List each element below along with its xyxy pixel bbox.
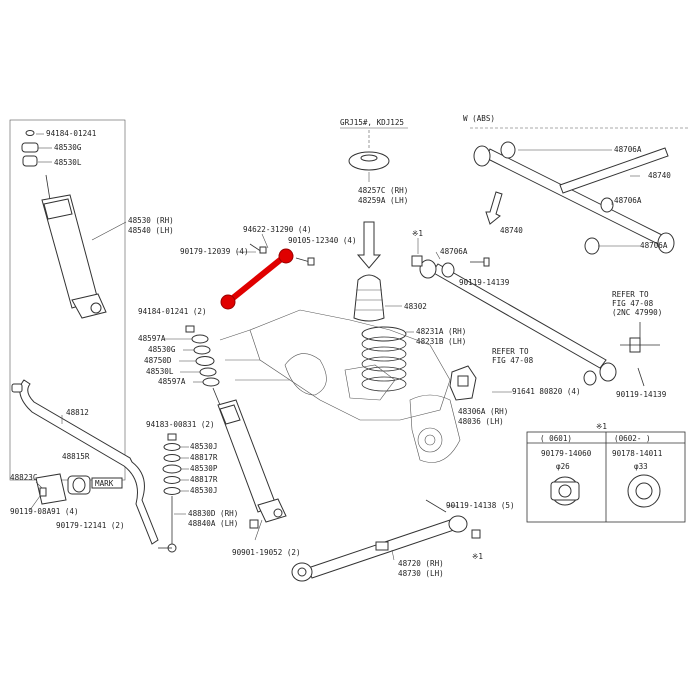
label-48597a-2: 48597A	[158, 377, 186, 386]
upper-control-arm-highlighted[interactable]	[220, 248, 294, 310]
label-48530g-mid: 48530G	[148, 345, 176, 354]
label-48740-2: 48740	[500, 226, 523, 235]
label-48740-1: 48740	[648, 171, 671, 180]
label-48823c: 48823C	[10, 473, 37, 482]
label-48706a-3: 48706A	[640, 241, 668, 250]
label-refer-1-b: FIG 47-08	[612, 299, 654, 308]
table-dia-2: φ33	[634, 462, 648, 471]
lateral-rod-bolt	[425, 499, 447, 513]
label-48306a: 48306A (RH)	[458, 407, 508, 416]
label-48750d: 48750D	[144, 356, 172, 365]
table-title: ※1	[596, 422, 607, 431]
shock-absorber-mid[interactable]	[212, 387, 287, 523]
label-48259a: 48259A (LH)	[358, 196, 408, 205]
table-part-1: 90179-14060	[541, 449, 592, 458]
label-48530p: 48530P	[190, 464, 218, 473]
label-94184-01241-top: 94184-01241	[46, 129, 97, 138]
table-col-2: (0602- )	[614, 434, 651, 443]
mark-tag	[91, 477, 123, 489]
label-note1-a: ※1	[412, 229, 423, 238]
spring-upper-seat[interactable]	[340, 127, 408, 171]
label-48540-lh: 48540 (LH)	[128, 226, 174, 235]
assembly-arrow-down	[356, 221, 382, 269]
label-note1-b: ※1	[472, 552, 483, 561]
label-48231b: 48231B (LH)	[416, 337, 466, 346]
label-48530-rh: 48530 (RH)	[128, 216, 174, 225]
nut-note1	[411, 255, 423, 267]
table-part-2: 90178-14011	[612, 449, 663, 458]
label-48812: 48812	[66, 408, 89, 417]
label-48530j-1: 48530J	[190, 442, 217, 451]
label-abs-note: W (ABS)	[463, 114, 495, 123]
stabilizer-link-stack[interactable]	[158, 433, 182, 553]
stabilizer-bushing[interactable]	[67, 475, 91, 495]
label-refer-1-c: (2NC 47990)	[612, 308, 662, 317]
shock-absorber-top[interactable]	[9, 119, 126, 481]
label-90179-12141: 90179-12141 (2)	[56, 521, 125, 530]
label-refer-2-a: REFER TO	[492, 347, 529, 356]
mid-shock-bolt	[249, 519, 259, 529]
label-48706a-1: 48706A	[614, 145, 642, 154]
label-94622-31290: 94622-31290 (4)	[243, 225, 312, 234]
assembly-arrow-diagonal	[485, 191, 503, 225]
label-48597a-1: 48597A	[138, 334, 166, 343]
label-90119-14139-b: 90119-14139	[616, 390, 667, 399]
label-48530l-mid: 48530L	[146, 367, 174, 376]
upper-trailing-arm-assembly[interactable]	[473, 141, 675, 255]
bump-stop-bracket[interactable]	[449, 365, 477, 401]
label-91641: 91641 80820 (4)	[512, 387, 581, 396]
label-48530l-top: 48530L	[54, 158, 82, 167]
lower-trailing-arm[interactable]	[419, 257, 617, 386]
label-48302: 48302	[404, 302, 427, 311]
label-90119-14139-a: 90119-14139	[459, 278, 510, 287]
label-48730: 48730 (LH)	[398, 569, 444, 578]
lateral-control-rod[interactable]	[291, 515, 468, 582]
label-refer-2-b: FIG 47-08	[492, 356, 534, 365]
upper-arm-bolts	[249, 243, 315, 266]
stabilizer-bracket[interactable]	[35, 473, 67, 505]
label-48840a: 48840A (LH)	[188, 519, 238, 528]
label-refer-1-a: REFER TO	[612, 290, 649, 299]
label-48530j-2: 48530J	[190, 486, 217, 495]
bump-stop[interactable]	[353, 274, 385, 322]
table-dia-1: φ26	[556, 462, 570, 471]
label-48706a-4: 48706A	[440, 247, 468, 256]
label-90119-14138: 90119-14138 (5)	[446, 501, 515, 510]
nut-note1-bottom	[471, 529, 481, 539]
label-mark: MARK	[95, 479, 114, 488]
label-90179-12039: 90179-12039 (4)	[180, 247, 249, 256]
label-48530g-top: 48530G	[54, 143, 82, 152]
rear-axle-housing	[219, 309, 461, 463]
label-90105-12340: 90105-12340 (4)	[288, 236, 357, 245]
label-48817r-2: 48817R	[190, 475, 218, 484]
label-90119-08a91: 90119-08A91 (4)	[10, 507, 79, 516]
coil-spring[interactable]	[361, 326, 407, 392]
label-48720: 48720 (RH)	[398, 559, 444, 568]
stabilizer-bar[interactable]	[11, 379, 159, 545]
refer-fig-bracket	[620, 322, 660, 353]
bushing-variant-table	[526, 431, 686, 523]
label-48830d: 48830D (RH)	[188, 509, 238, 518]
table-col-1: ( 0601)	[540, 434, 572, 443]
label-48817r-1: 48817R	[190, 453, 218, 462]
label-94183: 94183-00831 (2)	[146, 420, 215, 429]
label-48257c: 48257C (RH)	[358, 186, 408, 195]
label-48815r: 48815R	[62, 452, 90, 461]
mid-shock-bushing-stack[interactable]	[185, 325, 220, 387]
label-48036: 48036 (LH)	[458, 417, 504, 426]
label-variant-grj: GRJ15#, KDJ125	[340, 118, 404, 127]
label-48706a-2: 48706A	[614, 196, 642, 205]
label-48231a: 48231A (RH)	[416, 327, 466, 336]
label-94184-01241-mid: 94184-01241 (2)	[138, 307, 207, 316]
label-90901-19052: 90901-19052 (2)	[232, 548, 301, 557]
